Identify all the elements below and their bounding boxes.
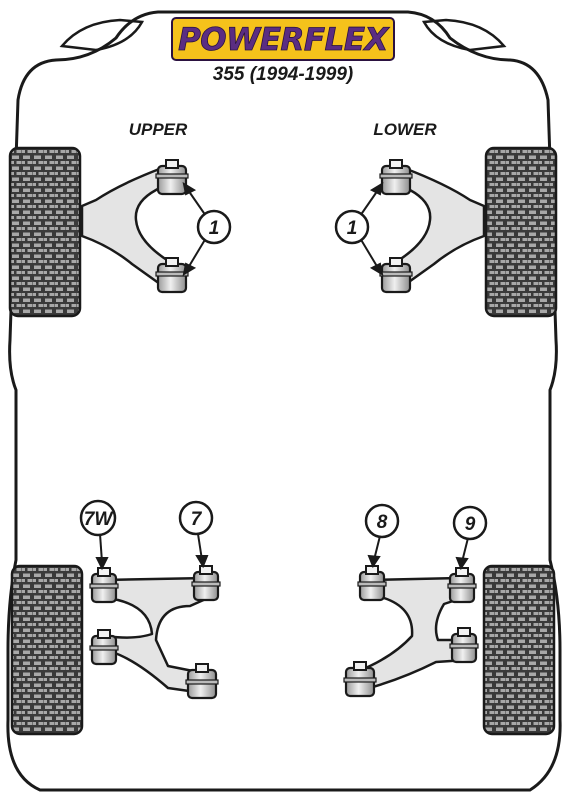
lower-arm-label: LOWER xyxy=(373,120,437,139)
left-screen-corner xyxy=(59,18,145,52)
tyre-rear-left xyxy=(10,564,84,736)
front-upper-wishbone xyxy=(80,166,172,286)
svg-text:8: 8 xyxy=(377,512,388,533)
front-lower-wishbone xyxy=(394,166,486,286)
callout-arrows-front-upper xyxy=(182,181,207,277)
brand-logo: POWERFLEX xyxy=(171,17,395,61)
tyre-front-right xyxy=(484,146,558,318)
tyre-front-left xyxy=(8,146,82,318)
callout-arrows-rear xyxy=(95,533,469,571)
right-screen-corner xyxy=(421,18,507,52)
bush-rear-right-lower xyxy=(449,627,479,664)
upper-arm-label: UPPER xyxy=(129,120,188,139)
callout-rear-right-outer: 9 xyxy=(452,505,488,541)
bush-rear-left-outer xyxy=(89,567,119,604)
bush-front-lower-top xyxy=(379,159,413,196)
callout-front-upper: 1 xyxy=(196,209,232,245)
bush-rear-left-lower xyxy=(89,629,119,666)
car-body-outline xyxy=(6,10,562,792)
callout-arrows-front-lower xyxy=(359,181,384,277)
bush-front-upper-bottom xyxy=(155,257,189,294)
bush-rear-right-hub xyxy=(343,661,377,698)
bush-rear-right-outer xyxy=(447,567,477,604)
rear-left-arm xyxy=(102,576,210,694)
bush-rear-left-inner xyxy=(191,565,221,602)
svg-text:1: 1 xyxy=(209,218,220,239)
bush-front-lower-bottom xyxy=(379,257,413,294)
svg-text:1: 1 xyxy=(347,218,358,239)
svg-text:9: 9 xyxy=(465,514,476,535)
callout-rear-right-inner: 8 xyxy=(364,503,400,539)
callout-rear-left-outer: 7W xyxy=(79,499,117,537)
callout-front-lower: 1 xyxy=(334,209,370,245)
callout-rear-left-inner: 7 xyxy=(178,500,214,536)
bush-rear-left-hub xyxy=(185,663,219,700)
brand-logo-badge xyxy=(171,17,395,61)
model-subtitle: 355 (1994-1999) xyxy=(213,64,354,85)
brand-logo-text: POWERFLEX xyxy=(178,22,390,58)
svg-text:7W: 7W xyxy=(84,509,115,530)
tyre-rear-right xyxy=(482,564,556,736)
bush-front-upper-top xyxy=(155,159,189,196)
svg-text:7: 7 xyxy=(191,509,203,530)
